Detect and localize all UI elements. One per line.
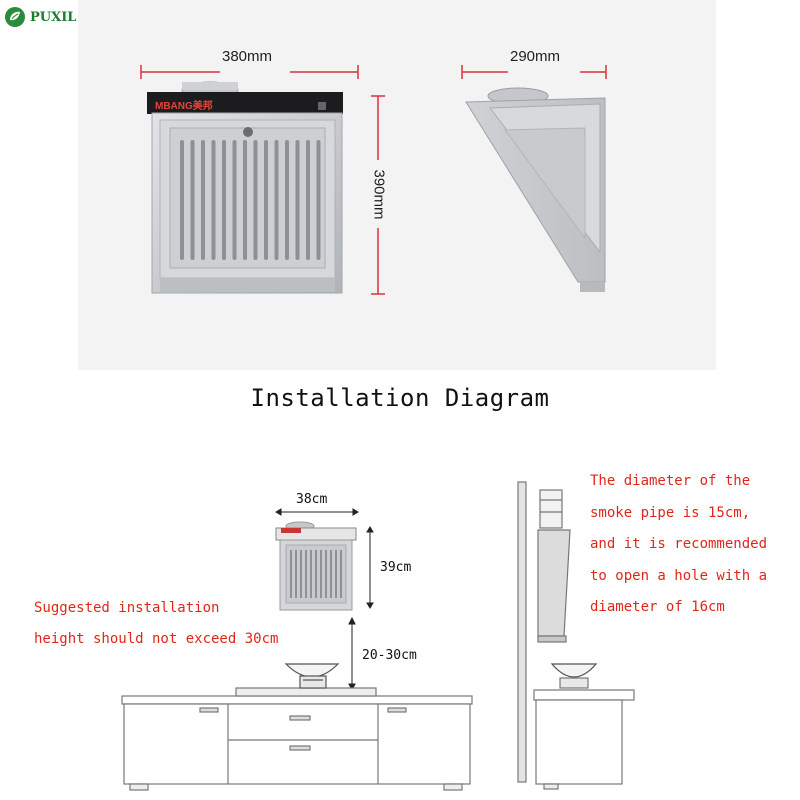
grille-slot — [340, 550, 342, 598]
diagram-height-dimension — [366, 526, 374, 609]
wok-on-stove — [284, 663, 340, 689]
grille-slot — [201, 140, 205, 260]
kitchen-cabinet — [121, 687, 473, 791]
wall-side-view — [517, 481, 635, 790]
grille-slot — [305, 550, 307, 598]
grille-slot — [295, 140, 300, 260]
pipe-note-line-5: diameter of 16cm — [590, 599, 725, 615]
grille-slot — [190, 140, 195, 260]
grille-slot — [325, 550, 327, 598]
grille-slot — [300, 550, 302, 598]
product-width-label: 380mm — [222, 48, 273, 65]
grille-slot — [316, 140, 321, 260]
grille-slot — [330, 550, 332, 598]
page-title: Installation Diagram — [250, 384, 550, 412]
pipe-note-line-3: and it is recommended — [590, 536, 768, 552]
leaf-icon — [5, 7, 25, 27]
grille-slot — [320, 550, 322, 598]
grille-slot — [274, 140, 279, 260]
height-note-line-1: Suggested installation — [34, 600, 220, 616]
grille-slot — [290, 550, 292, 598]
grille-slot — [211, 140, 216, 260]
diagram-height-label: 39cm — [380, 560, 412, 575]
logo-text: PUXIL — [30, 9, 77, 25]
diagram-install-height-label: 20-30cm — [362, 648, 417, 663]
hood-side-view — [465, 87, 606, 292]
hood-brand-label: MBANG美邦 — [155, 101, 213, 112]
grille-slot — [295, 550, 297, 598]
grille-slot — [264, 140, 268, 260]
grille-slot — [310, 550, 312, 598]
grille-slot — [222, 140, 226, 260]
hood-grille-slots — [180, 140, 321, 260]
brand-logo: PUXIL — [4, 6, 76, 28]
grille-slot — [232, 140, 237, 260]
hood-control-strip — [147, 92, 343, 114]
diagram-width-dimension — [275, 508, 359, 516]
product-depth-label: 290mm — [510, 48, 561, 65]
pipe-note-line-1: The diameter of the — [590, 473, 751, 489]
grille-slot — [315, 550, 317, 598]
diagram-install-height-dimension — [348, 616, 356, 692]
pipe-note-line-4: to open a hole with a — [590, 568, 768, 584]
grille-slot — [243, 140, 247, 260]
pipe-note-line-2: smoke pipe is 15cm, — [590, 505, 751, 521]
height-note-line-2: height should not exceed 30cm — [34, 631, 279, 647]
grille-slot — [253, 140, 258, 260]
grille-slot — [335, 550, 337, 598]
product-height-label: 390mm — [370, 169, 388, 220]
diagram-width-label: 38cm — [296, 492, 328, 507]
grille-slot — [180, 140, 184, 260]
grille-slot — [285, 140, 289, 260]
diagram-hood-slots — [290, 550, 342, 598]
grille-slot — [306, 140, 310, 260]
